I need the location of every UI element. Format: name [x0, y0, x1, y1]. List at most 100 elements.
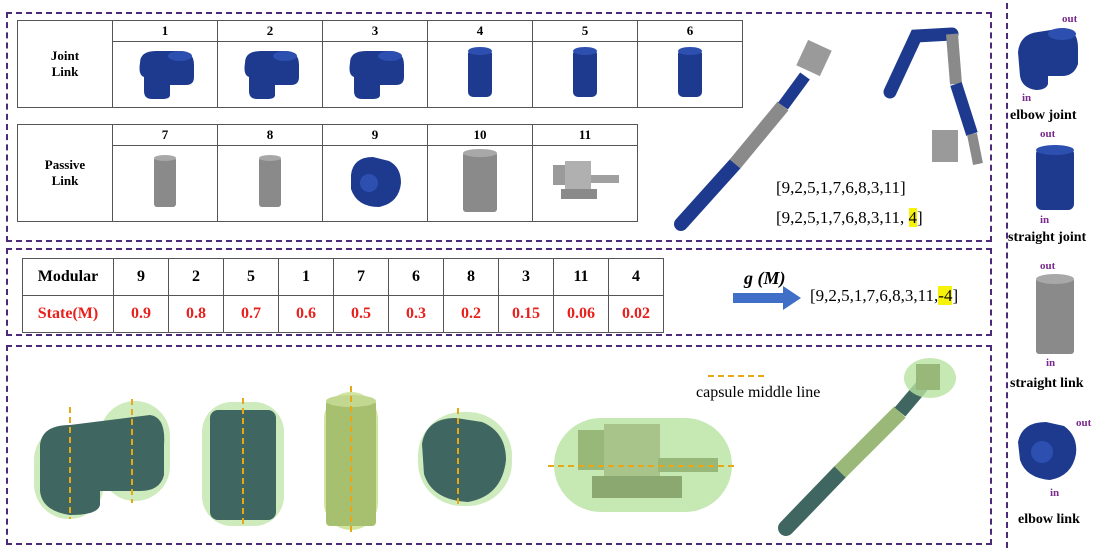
- capsule-elbow-link: [418, 408, 512, 508]
- joint-link-label: Joint Link: [17, 20, 113, 108]
- state-cell: 0.8: [168, 295, 224, 333]
- elbow-link-in-label: in: [1050, 487, 1060, 499]
- module-id-1: 1: [112, 20, 218, 42]
- elbow-joint-icon: [349, 51, 404, 99]
- capsule-straight-link: [324, 386, 378, 536]
- gripper-icon: [553, 161, 619, 199]
- module-cell: 6: [388, 258, 444, 296]
- state-row-label: State(M): [22, 295, 114, 333]
- robot-arm-folded: [883, 27, 983, 165]
- state-cell: 0.3: [388, 295, 444, 333]
- state-cell: 0.7: [223, 295, 279, 333]
- module-image-8: [217, 145, 323, 222]
- module-image-5: [532, 41, 638, 108]
- mapping-result-suffix: ]: [952, 286, 959, 305]
- module-image-2: [217, 41, 323, 108]
- mapping-function-label: g (M): [744, 268, 786, 288]
- mapping-result-highlight: -4: [938, 286, 953, 305]
- state-cell: 0.5: [333, 295, 389, 333]
- mapping-result-prefix: [9,2,5,1,7,6,8,3,11,: [810, 286, 939, 305]
- side-straight-joint-icon: [1036, 145, 1074, 210]
- state-cell: 0.9: [113, 295, 169, 333]
- straight-link-icon: [154, 155, 176, 207]
- straight-joint-in-label: in: [1040, 214, 1050, 226]
- sequence-2: [9,2,5,1,7,6,8,3,11, 4]: [776, 208, 923, 228]
- straight-joint-out-label: out: [1040, 128, 1056, 140]
- side-straight-link-icon: [1036, 274, 1074, 354]
- module-cell: 2: [168, 258, 224, 296]
- modular-state-table: Modular 9 2 5 1 7 6 8 3 11 4 State(M) 0.…: [22, 258, 664, 333]
- straight-joint-icon: [468, 47, 492, 97]
- straight-link-icon: [463, 149, 497, 212]
- module-image-9: [322, 145, 428, 222]
- module-cell: 3: [498, 258, 554, 296]
- straight-link-out-label: out: [1040, 260, 1056, 272]
- modular-row-label: Modular: [22, 258, 114, 296]
- module-cell: 9: [113, 258, 169, 296]
- module-image-3: [322, 41, 428, 108]
- straight-joint-icon: [573, 47, 597, 97]
- top-panel: [6, 12, 992, 242]
- straight-joint-icon: [678, 47, 702, 97]
- module-cell: 1: [278, 258, 334, 296]
- capsule-legend-line: [708, 375, 768, 377]
- module-id-2: 2: [217, 20, 323, 42]
- module-id-4: 4: [427, 20, 533, 42]
- state-cell: 0.15: [498, 295, 554, 333]
- mapping-arrow: [733, 286, 801, 310]
- passive-link-table: Passive Link 7 8 9 10 11: [17, 124, 638, 222]
- module-id-7: 7: [112, 124, 218, 146]
- joint-link-table: Joint Link 1 2 3 4 5 6: [17, 20, 743, 108]
- state-cell: 0.02: [608, 295, 664, 333]
- module-id-9: 9: [322, 124, 428, 146]
- modular-row: Modular 9 2 5 1 7 6 8 3 11 4: [22, 258, 664, 296]
- sequence-2-highlight: 4: [908, 208, 918, 227]
- module-image-4: [427, 41, 533, 108]
- elbow-link-icon: [351, 157, 401, 207]
- side-elbow-joint-icon: [1018, 28, 1078, 90]
- capsule-robot-arm: [778, 358, 956, 536]
- capsule-elbow-joint: [34, 399, 170, 519]
- state-cell: 0.06: [553, 295, 609, 333]
- module-cell: 7: [333, 258, 389, 296]
- module-image-7: [112, 145, 218, 222]
- sequence-2-suffix: ]: [917, 208, 923, 227]
- elbow-joint-in-label: in: [1022, 92, 1032, 104]
- module-id-5: 5: [532, 20, 638, 42]
- capsule-gripper: [548, 418, 738, 512]
- elbow-joint-icon: [139, 51, 194, 99]
- middle-panel: [6, 248, 992, 336]
- module-image-11: [532, 145, 638, 222]
- robot-arm-diagonal: [674, 39, 832, 231]
- capsule-legend-label: capsule middle line: [696, 384, 821, 401]
- capsule-straight-joint: [202, 398, 284, 528]
- module-cell: 4: [608, 258, 664, 296]
- bottom-panel: [6, 345, 992, 545]
- straight-joint-label: straight joint: [1008, 230, 1087, 245]
- state-cell: 0.2: [443, 295, 499, 333]
- passive-link-label: Passive Link: [17, 124, 113, 222]
- straight-link-icon: [259, 155, 281, 207]
- straight-link-label: straight link: [1010, 376, 1084, 391]
- straight-link-in-label: in: [1046, 357, 1056, 369]
- elbow-joint-icon: [244, 51, 299, 99]
- module-cell: 8: [443, 258, 499, 296]
- elbow-link-label: elbow link: [1018, 512, 1080, 527]
- elbow-joint-out-label: out: [1062, 13, 1078, 25]
- module-image-6: [637, 41, 743, 108]
- elbow-link-out-label: out: [1076, 417, 1092, 429]
- module-id-8: 8: [217, 124, 323, 146]
- state-cell: 0.6: [278, 295, 334, 333]
- module-image-1: [112, 41, 218, 108]
- module-id-3: 3: [322, 20, 428, 42]
- module-cell: 5: [223, 258, 279, 296]
- module-cell: 11: [553, 258, 609, 296]
- elbow-joint-label: elbow joint: [1010, 108, 1077, 123]
- module-id-10: 10: [427, 124, 533, 146]
- side-elbow-link-icon: [1018, 422, 1077, 480]
- sequence-2-prefix: [9,2,5,1,7,6,8,3,11,: [776, 208, 909, 227]
- side-divider: [1006, 3, 1010, 548]
- module-image-10: [427, 145, 533, 222]
- module-id-11: 11: [532, 124, 638, 146]
- sequence-1: [9,2,5,1,7,6,8,3,11]: [776, 178, 906, 197]
